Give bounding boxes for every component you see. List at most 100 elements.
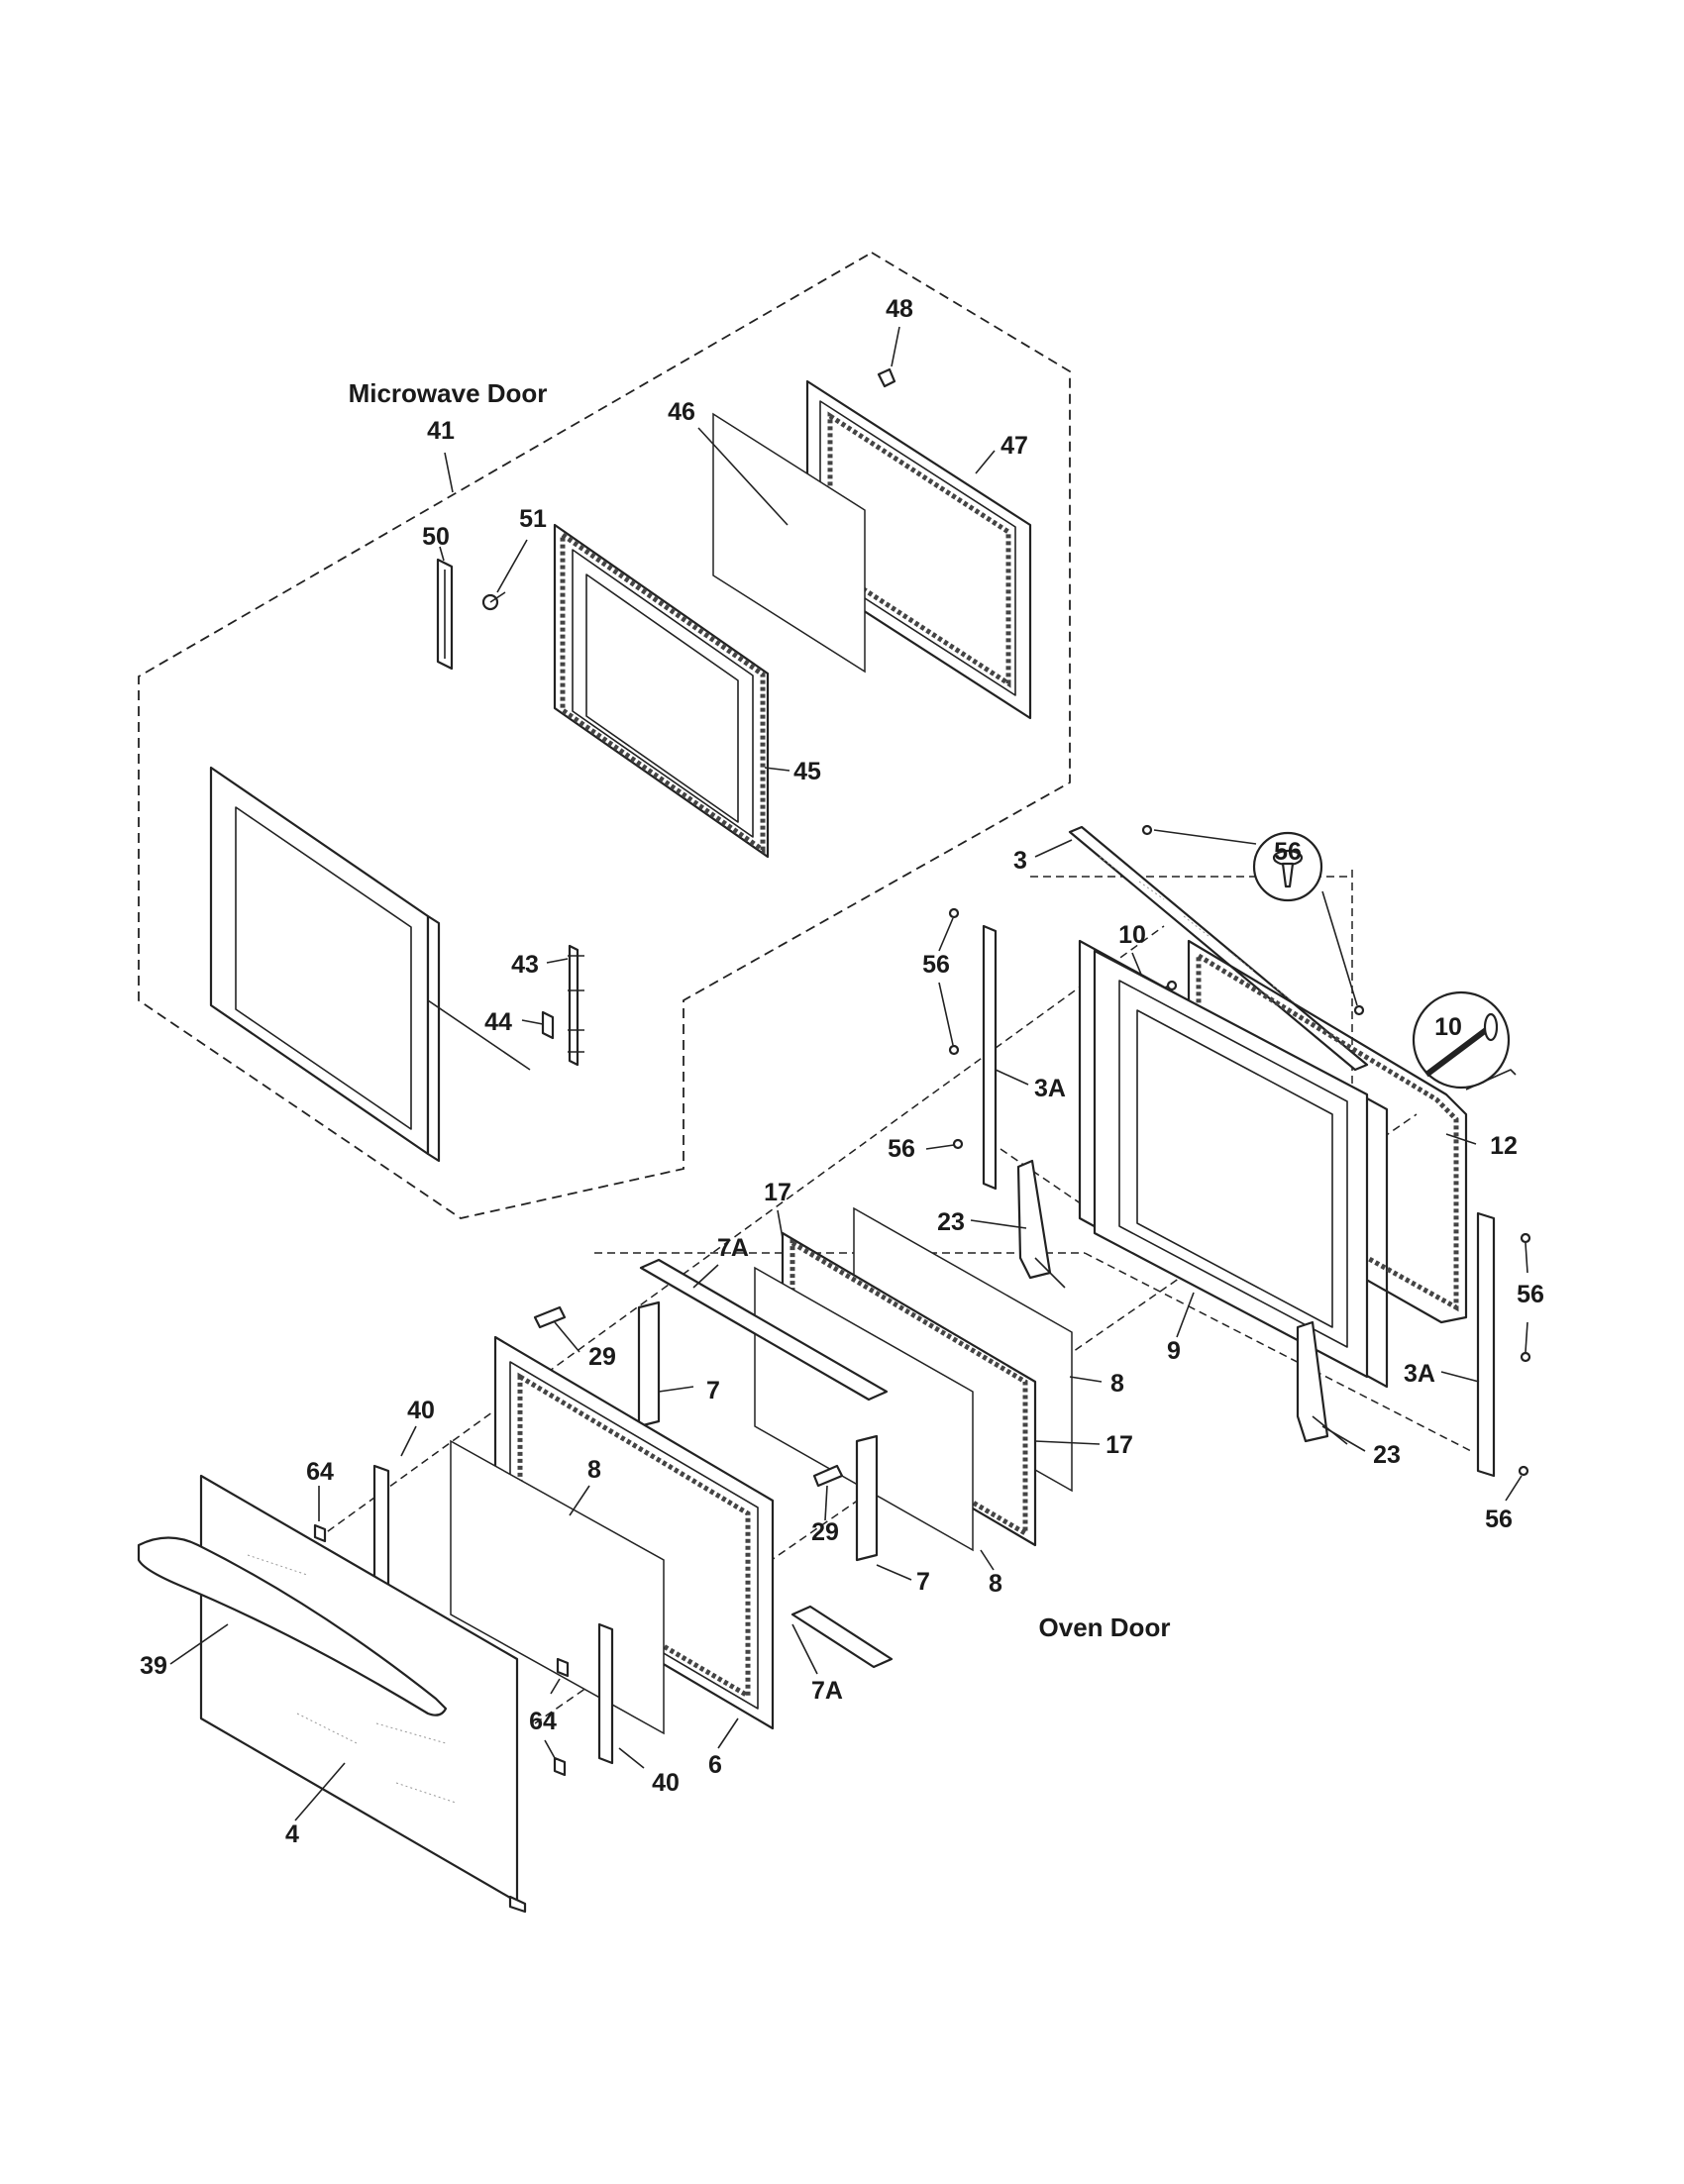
label-64-top: 64 [306, 1458, 334, 1486]
label-40-left: 40 [407, 1397, 435, 1424]
leader-23-left [970, 1219, 1027, 1229]
leader-50 [439, 546, 445, 562]
part-10-loose [1465, 1069, 1517, 1091]
leader-40-left [400, 1425, 417, 1457]
leader-7a-bottom [791, 1623, 818, 1675]
leader-3a-right [1440, 1371, 1480, 1383]
screw-56-top [1141, 824, 1365, 1016]
assembly-line-d [1084, 1252, 1472, 1452]
part-40-bracket-right [597, 1622, 614, 1765]
part-48-clip [877, 367, 896, 388]
leader-8-front [569, 1485, 590, 1516]
leader-56-left-1 [938, 917, 954, 952]
leader-29-bottom [824, 1485, 828, 1521]
leader-56-top-2 [1321, 890, 1358, 1006]
label-17-top: 17 [764, 1179, 791, 1206]
label-10-detail: 10 [1434, 1013, 1462, 1041]
leader-9 [1176, 1292, 1195, 1338]
leader-44 [521, 1019, 544, 1025]
label-3a-right: 3A [1404, 1360, 1435, 1388]
label-6: 6 [708, 1751, 722, 1779]
leader-64-bottom-1 [550, 1678, 561, 1695]
label-23-right: 23 [1373, 1441, 1401, 1469]
screw-56-detail-callout [1252, 831, 1323, 902]
leader-43 [546, 958, 569, 964]
leader-56-right-2 [1525, 1321, 1528, 1353]
leader-45 [764, 767, 790, 772]
leader-8-middle [980, 1549, 995, 1571]
leader-56-left-3 [925, 1144, 955, 1150]
assembly-line-44 [427, 999, 531, 1071]
label-12: 12 [1490, 1132, 1518, 1160]
label-56-left: 56 [922, 951, 950, 979]
label-56-right-bottom: 56 [1485, 1506, 1513, 1533]
leader-7a-top [692, 1264, 719, 1289]
leader-47 [975, 450, 996, 474]
part-9-inner-door [1093, 949, 1369, 1379]
part-64-clip-bottom [556, 1657, 570, 1678]
label-3: 3 [1013, 847, 1027, 875]
part-44-small-part [541, 1010, 555, 1040]
part-23-hinge-right [1296, 1320, 1348, 1445]
leader-8-rear [1069, 1376, 1103, 1383]
leader-6 [717, 1717, 739, 1749]
leader-3a-left [995, 1069, 1029, 1086]
label-7-right: 7 [916, 1568, 930, 1596]
part-51-screw [481, 591, 506, 611]
title-microwave-door: Microwave Door [349, 378, 548, 408]
assembly-line-a [212, 925, 1165, 1615]
part-7a-bottom-spacer [790, 1605, 894, 1669]
label-50: 50 [422, 523, 450, 551]
label-8-front: 8 [587, 1456, 601, 1484]
leader-17-right [1034, 1440, 1101, 1445]
label-64-bottom: 64 [529, 1708, 557, 1735]
leader-41 [444, 452, 454, 493]
leader-56-right-3 [1505, 1475, 1523, 1502]
label-23-left: 23 [937, 1208, 965, 1236]
leader-64-bottom-2 [544, 1739, 556, 1759]
oven-door-group [137, 824, 1531, 1914]
label-56-top: 56 [1274, 838, 1302, 866]
label-43: 43 [511, 951, 539, 979]
leader-3 [1034, 839, 1073, 858]
label-3a-left: 3A [1034, 1075, 1066, 1102]
part-29-bumper-bottom [812, 1464, 844, 1488]
part-3a-left-trim [982, 924, 998, 1191]
label-29-top: 29 [588, 1343, 616, 1371]
leader-23-right [1321, 1425, 1366, 1452]
microwave-door-group [138, 251, 1071, 1219]
label-17-right: 17 [1105, 1431, 1133, 1459]
label-9: 9 [1167, 1337, 1181, 1365]
leader-29-top [554, 1321, 580, 1353]
part-8-middle-glass [754, 1266, 974, 1552]
label-46: 46 [668, 398, 695, 426]
label-51: 51 [519, 505, 547, 533]
label-48: 48 [886, 295, 913, 323]
leader-4 [294, 1762, 346, 1821]
part-29-bumper-top [533, 1305, 567, 1329]
leader-40-right [618, 1747, 645, 1769]
label-56-right-top: 56 [1517, 1281, 1544, 1308]
part-64-clip-bottom-2 [553, 1756, 567, 1777]
screw-56-right [1518, 1232, 1531, 1477]
screw-56-left [948, 907, 964, 1150]
microwave-outer-door-panel [209, 766, 441, 1163]
label-7a-top: 7A [717, 1234, 749, 1262]
part-50-handle-bar [436, 558, 454, 671]
label-56-left-lower: 56 [888, 1135, 915, 1163]
part-3a-right-trim [1476, 1211, 1496, 1478]
label-4: 4 [285, 1820, 299, 1848]
microwave-door-dashed-boundary [138, 251, 1071, 1219]
part-39-handle [137, 1536, 448, 1716]
leader-56-right-1 [1525, 1242, 1528, 1274]
part-7a-top-spacer [639, 1258, 889, 1402]
label-8-middle: 8 [989, 1570, 1002, 1598]
label-44: 44 [484, 1008, 512, 1036]
label-41: 41 [427, 417, 455, 445]
label-7a-bottom: 7A [811, 1677, 843, 1705]
leader-7-left [658, 1386, 694, 1393]
leader-46 [697, 427, 789, 526]
leader-39 [169, 1623, 229, 1665]
